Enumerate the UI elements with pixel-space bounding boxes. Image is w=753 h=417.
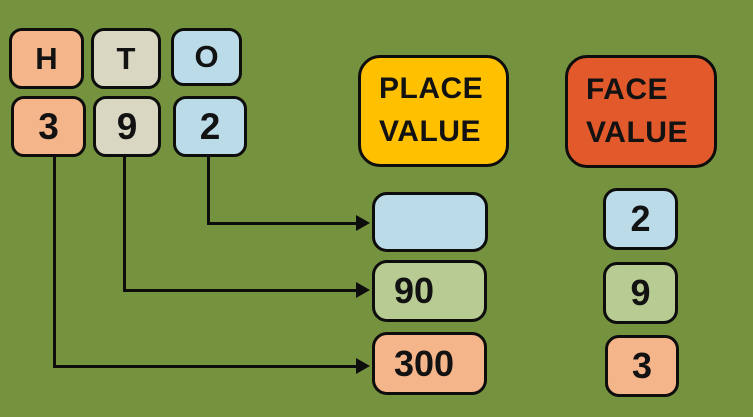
tens-header-box: T	[91, 28, 161, 89]
arrow-tens-vertical-line	[123, 155, 126, 292]
arrow-hundreds-vertical-line	[53, 155, 56, 368]
arrow-hundreds-horizontal-line	[53, 365, 356, 368]
arrow-hundreds-arrowhead-icon	[356, 358, 370, 374]
place-value-ones-box	[372, 192, 488, 252]
ones-digit-box: 2	[173, 96, 247, 157]
tens-digit-box: 9	[93, 96, 161, 157]
face-value-ones-box: 2	[603, 188, 678, 250]
place-value-tens-box: 90	[372, 260, 487, 322]
face-value-tens-box: 9	[603, 262, 678, 324]
hundreds-header-box: H	[9, 28, 84, 89]
place-value-hundreds-box: 300	[372, 332, 487, 395]
hundreds-digit-box: 3	[11, 96, 86, 157]
place-value-header: PLACE VALUE	[358, 55, 509, 167]
face-value-header: FACE VALUE	[565, 55, 717, 168]
face-value-hundreds-box: 3	[605, 335, 679, 397]
arrow-ones-vertical-line	[207, 155, 210, 225]
arrow-tens-horizontal-line	[123, 289, 356, 292]
arrow-tens-arrowhead-icon	[356, 282, 370, 298]
ones-header-box: O	[171, 28, 242, 86]
arrow-ones-arrowhead-icon	[356, 215, 370, 231]
arrow-ones-horizontal-line	[207, 222, 356, 225]
